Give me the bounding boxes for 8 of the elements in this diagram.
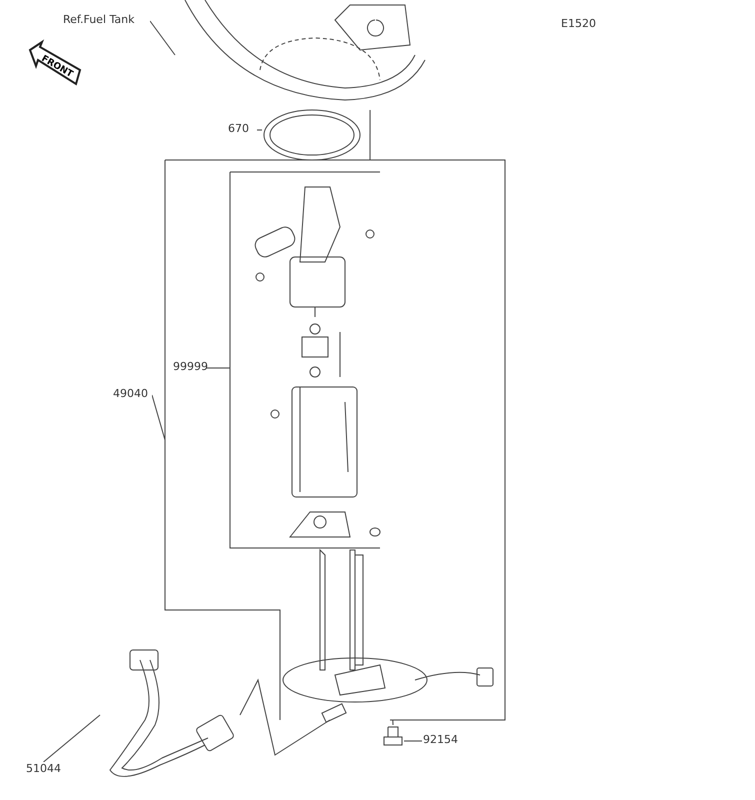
diagram-code: E1520 [560, 17, 597, 30]
connection-line [392, 720, 394, 726]
connection-line [240, 678, 330, 756]
leader-line [43, 714, 100, 762]
leader-line [150, 20, 176, 56]
leader-line [152, 394, 166, 440]
connection-line [370, 110, 371, 160]
leader-line [404, 740, 422, 742]
